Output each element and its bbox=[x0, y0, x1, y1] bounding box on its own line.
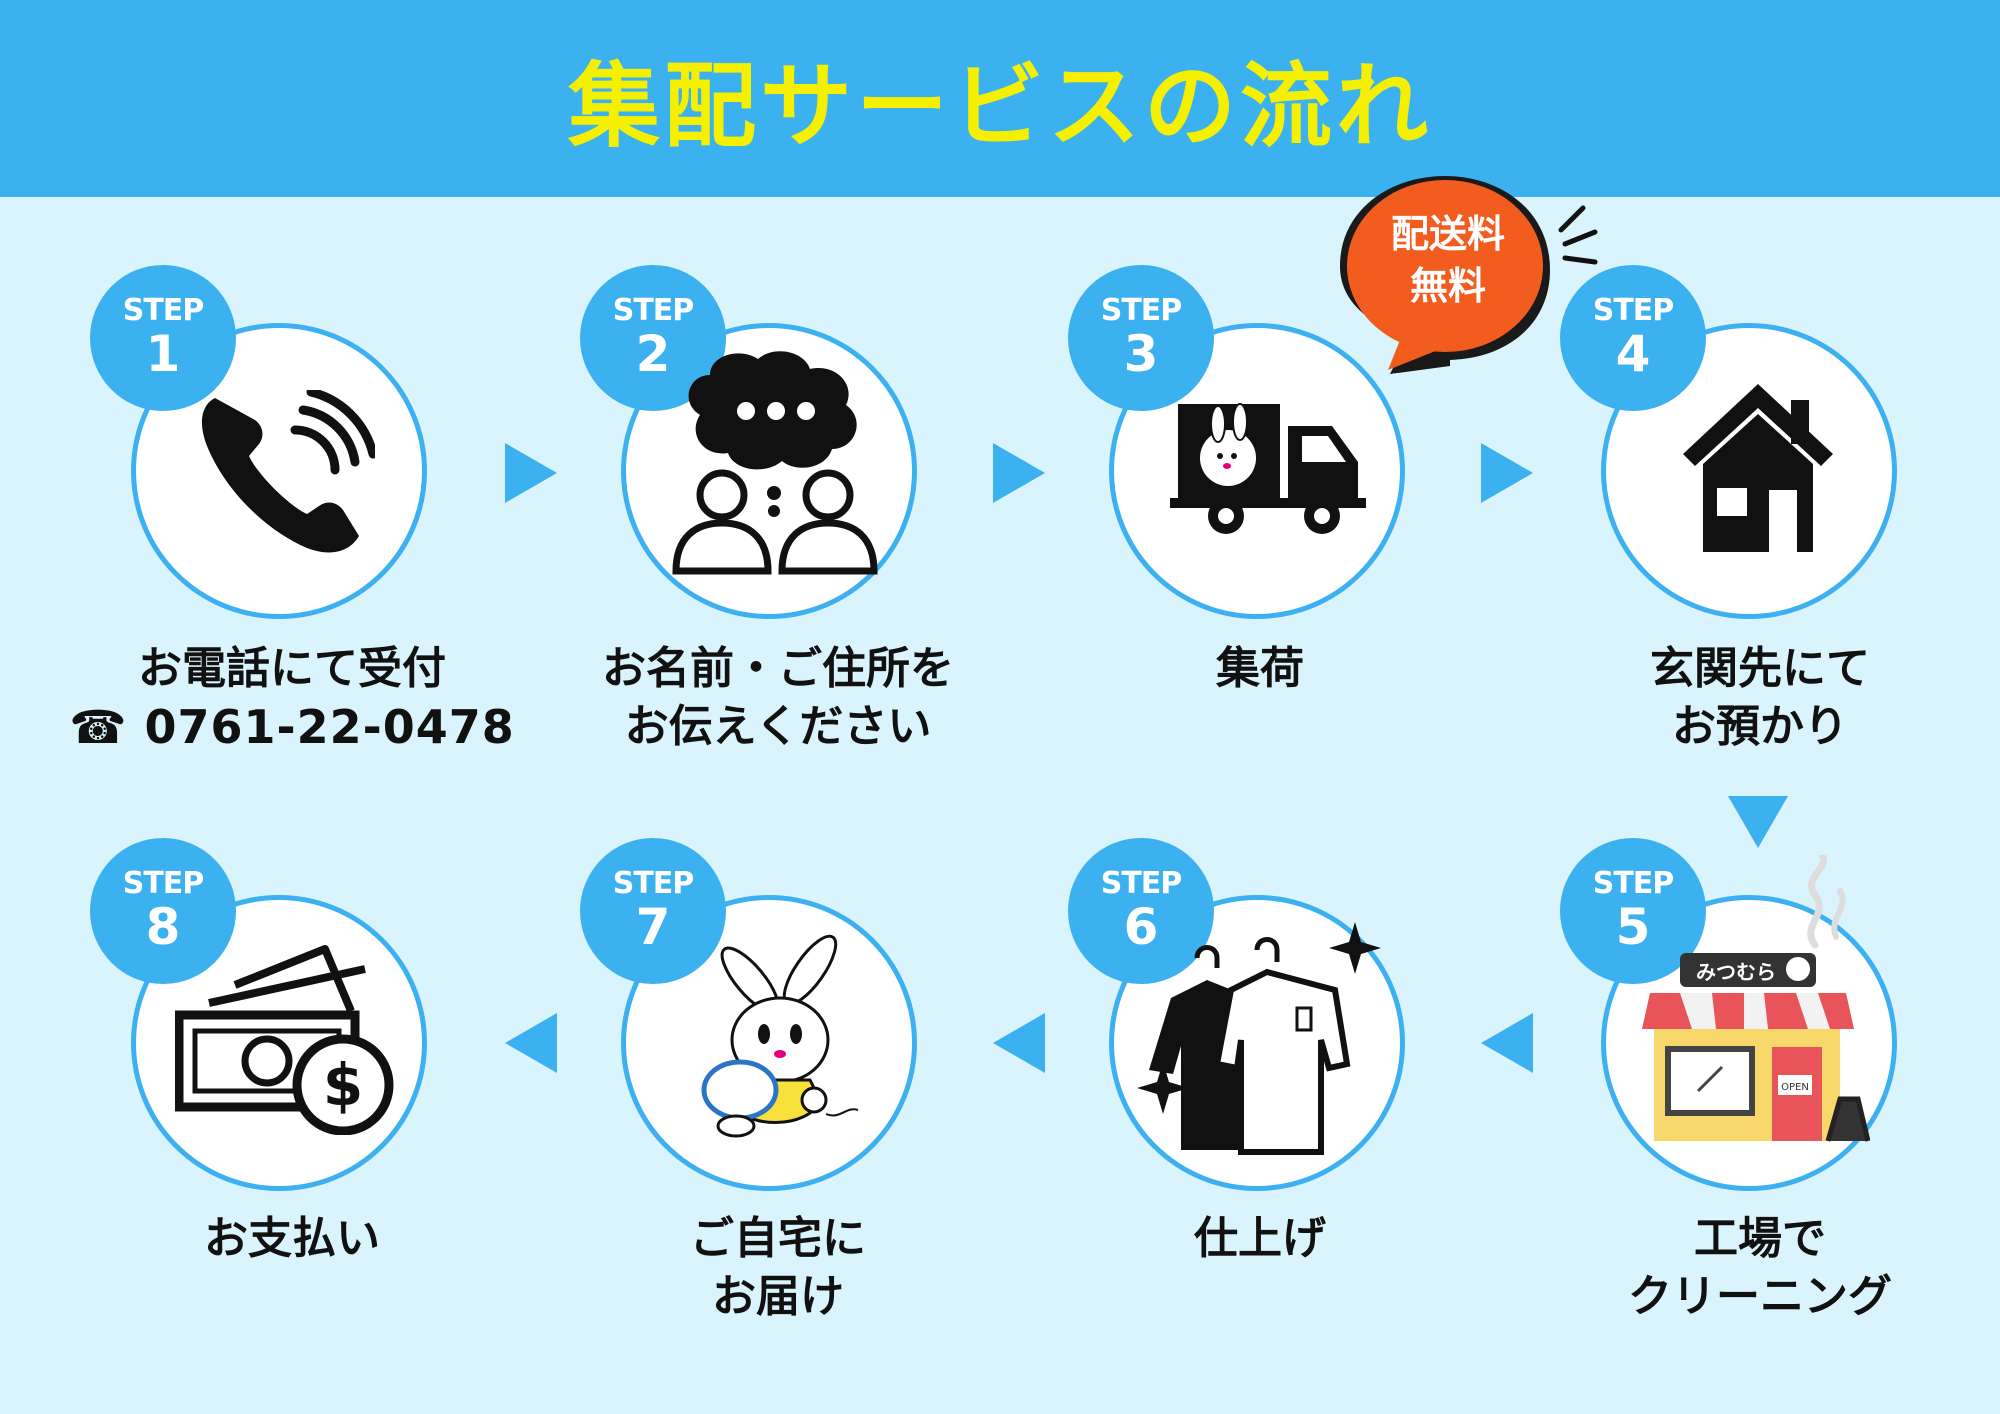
step-8-caption: お支払い bbox=[62, 1210, 522, 1268]
step-5-number: 5 bbox=[1615, 898, 1651, 956]
step-4-caption: 玄関先にて お預かり bbox=[1530, 640, 1990, 756]
step-3-title: 集荷 bbox=[1216, 643, 1304, 694]
money-icon: $ bbox=[175, 945, 394, 1135]
step-5-line-1: 工場で bbox=[1694, 1213, 1826, 1264]
step-5-line-2: クリーニング bbox=[1628, 1271, 1892, 1322]
arrow-down-icon bbox=[1728, 796, 1788, 848]
clothes-hanger-icon bbox=[1137, 922, 1381, 1155]
step-7-number: 7 bbox=[635, 898, 671, 956]
arrow-left-icon bbox=[505, 1013, 557, 1073]
conversation-icon bbox=[672, 351, 878, 575]
step-1-title: お電話にて受付 bbox=[138, 643, 446, 694]
step-3-word: STEP bbox=[1100, 293, 1183, 328]
arrow-left-icon bbox=[993, 1013, 1045, 1073]
step-3-caption: 集荷 bbox=[1030, 640, 1490, 698]
step-8-word: STEP bbox=[122, 866, 205, 901]
step-7-badge: STEP 7 bbox=[580, 838, 726, 984]
free-delivery-line-1: 配送料 bbox=[1390, 212, 1505, 256]
step-4-word: STEP bbox=[1592, 293, 1675, 328]
arrow-left-icon bbox=[1481, 1013, 1533, 1073]
free-delivery-line-2: 無料 bbox=[1409, 264, 1486, 308]
step-4-line-2: お預かり bbox=[1672, 701, 1848, 752]
header-bar bbox=[0, 0, 2000, 197]
step-2-caption: お名前・ご住所を お伝えください bbox=[548, 640, 1008, 756]
step-7-line-1: ご自宅に bbox=[690, 1213, 866, 1264]
step-2-number: 2 bbox=[635, 325, 671, 383]
step-1-number: 1 bbox=[145, 325, 181, 383]
step-4-number: 4 bbox=[1615, 325, 1651, 383]
step-4-badge: STEP 4 bbox=[1560, 265, 1706, 411]
emphasis-lines-icon bbox=[1558, 205, 1598, 265]
step-7-caption: ご自宅に お届け bbox=[548, 1210, 1008, 1326]
step-3-number: 3 bbox=[1123, 325, 1159, 383]
step-2-word: STEP bbox=[612, 293, 695, 328]
step-7-word: STEP bbox=[612, 866, 695, 901]
phone-icon bbox=[201, 390, 375, 553]
step-6-title: 仕上げ bbox=[1194, 1213, 1326, 1264]
step-1-badge: STEP 1 bbox=[90, 265, 236, 411]
step-1-caption: お電話にて受付 ☎ 0761-22-0478 bbox=[62, 640, 522, 756]
free-delivery-label: 配送料 無料 bbox=[1338, 208, 1558, 312]
step-8-badge: STEP 8 bbox=[90, 838, 236, 984]
phone-number-row: ☎ 0761-22-0478 bbox=[62, 698, 522, 756]
step-1-word: STEP bbox=[122, 293, 205, 328]
step-6-caption: 仕上げ bbox=[1030, 1210, 1490, 1268]
step-8-number: 8 bbox=[145, 898, 181, 956]
page-title: 集配サービスの流れ bbox=[567, 53, 1432, 160]
open-sign: OPEN bbox=[1781, 1082, 1809, 1093]
step-3-badge: STEP 3 bbox=[1068, 265, 1214, 411]
phone-number: 0761-22-0478 bbox=[144, 700, 515, 754]
step-5-word: STEP bbox=[1592, 866, 1675, 901]
rabbit-mascot-icon bbox=[701, 934, 859, 1138]
house-icon bbox=[1683, 384, 1833, 552]
delivery-truck-icon bbox=[1170, 403, 1366, 534]
step-2-line-1: お名前・ご住所を bbox=[602, 643, 954, 694]
step-5-caption: 工場で クリーニング bbox=[1530, 1210, 1990, 1326]
step-6-badge: STEP 6 bbox=[1068, 838, 1214, 984]
arrow-right-icon bbox=[1481, 443, 1533, 503]
arrow-right-icon bbox=[505, 443, 557, 503]
step-8-title: お支払い bbox=[204, 1213, 380, 1264]
svg-text:$: $ bbox=[323, 1051, 363, 1119]
step-7-line-2: お届け bbox=[712, 1271, 844, 1322]
step-6-word: STEP bbox=[1100, 866, 1183, 901]
arrow-right-icon bbox=[993, 443, 1045, 503]
shop-sign: みつむら bbox=[1696, 960, 1776, 984]
step-2-line-2: お伝えください bbox=[624, 701, 932, 752]
step-4-line-1: 玄関先にて bbox=[1650, 643, 1870, 694]
telephone-icon: ☎ bbox=[69, 700, 128, 754]
step-6-number: 6 bbox=[1123, 898, 1159, 956]
speech-bubble bbox=[1340, 176, 1550, 374]
cleaning-shop-icon: みつむら OPEN bbox=[1642, 855, 1870, 1142]
